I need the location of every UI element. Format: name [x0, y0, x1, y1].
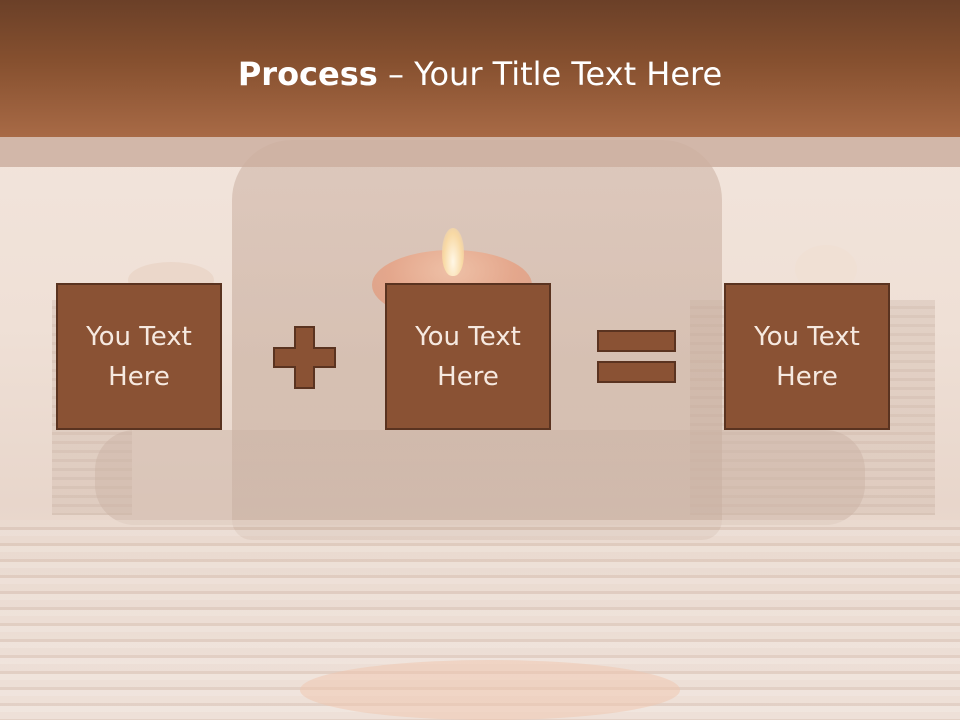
process-box-3-text: You Text Here [754, 317, 860, 397]
process-box-2-line2: Here [437, 361, 499, 392]
process-box-3-line2: Here [776, 361, 838, 392]
process-box-3[interactable]: You Text Here [724, 283, 890, 430]
reflection-glow [300, 660, 680, 720]
plus-icon [273, 326, 336, 389]
process-box-1[interactable]: You Text Here [56, 283, 222, 430]
title-bar [0, 0, 960, 137]
process-box-2-line1: You Text [415, 321, 521, 352]
process-box-1-line1: You Text [86, 321, 192, 352]
figure-base [95, 430, 865, 525]
process-box-1-text: You Text Here [86, 317, 192, 397]
process-box-2[interactable]: You Text Here [385, 283, 551, 430]
title-bar-strip [0, 137, 960, 167]
process-box-2-text: You Text Here [415, 317, 521, 397]
title-rest: – Your Title Text Here [377, 55, 723, 93]
title-bold: Process [237, 55, 378, 93]
slide-title: Process – Your Title Text Here [0, 52, 960, 96]
process-box-1-line2: Here [108, 361, 170, 392]
candle-flame [442, 228, 464, 276]
equals-icon [597, 330, 676, 383]
process-box-3-line1: You Text [754, 321, 860, 352]
